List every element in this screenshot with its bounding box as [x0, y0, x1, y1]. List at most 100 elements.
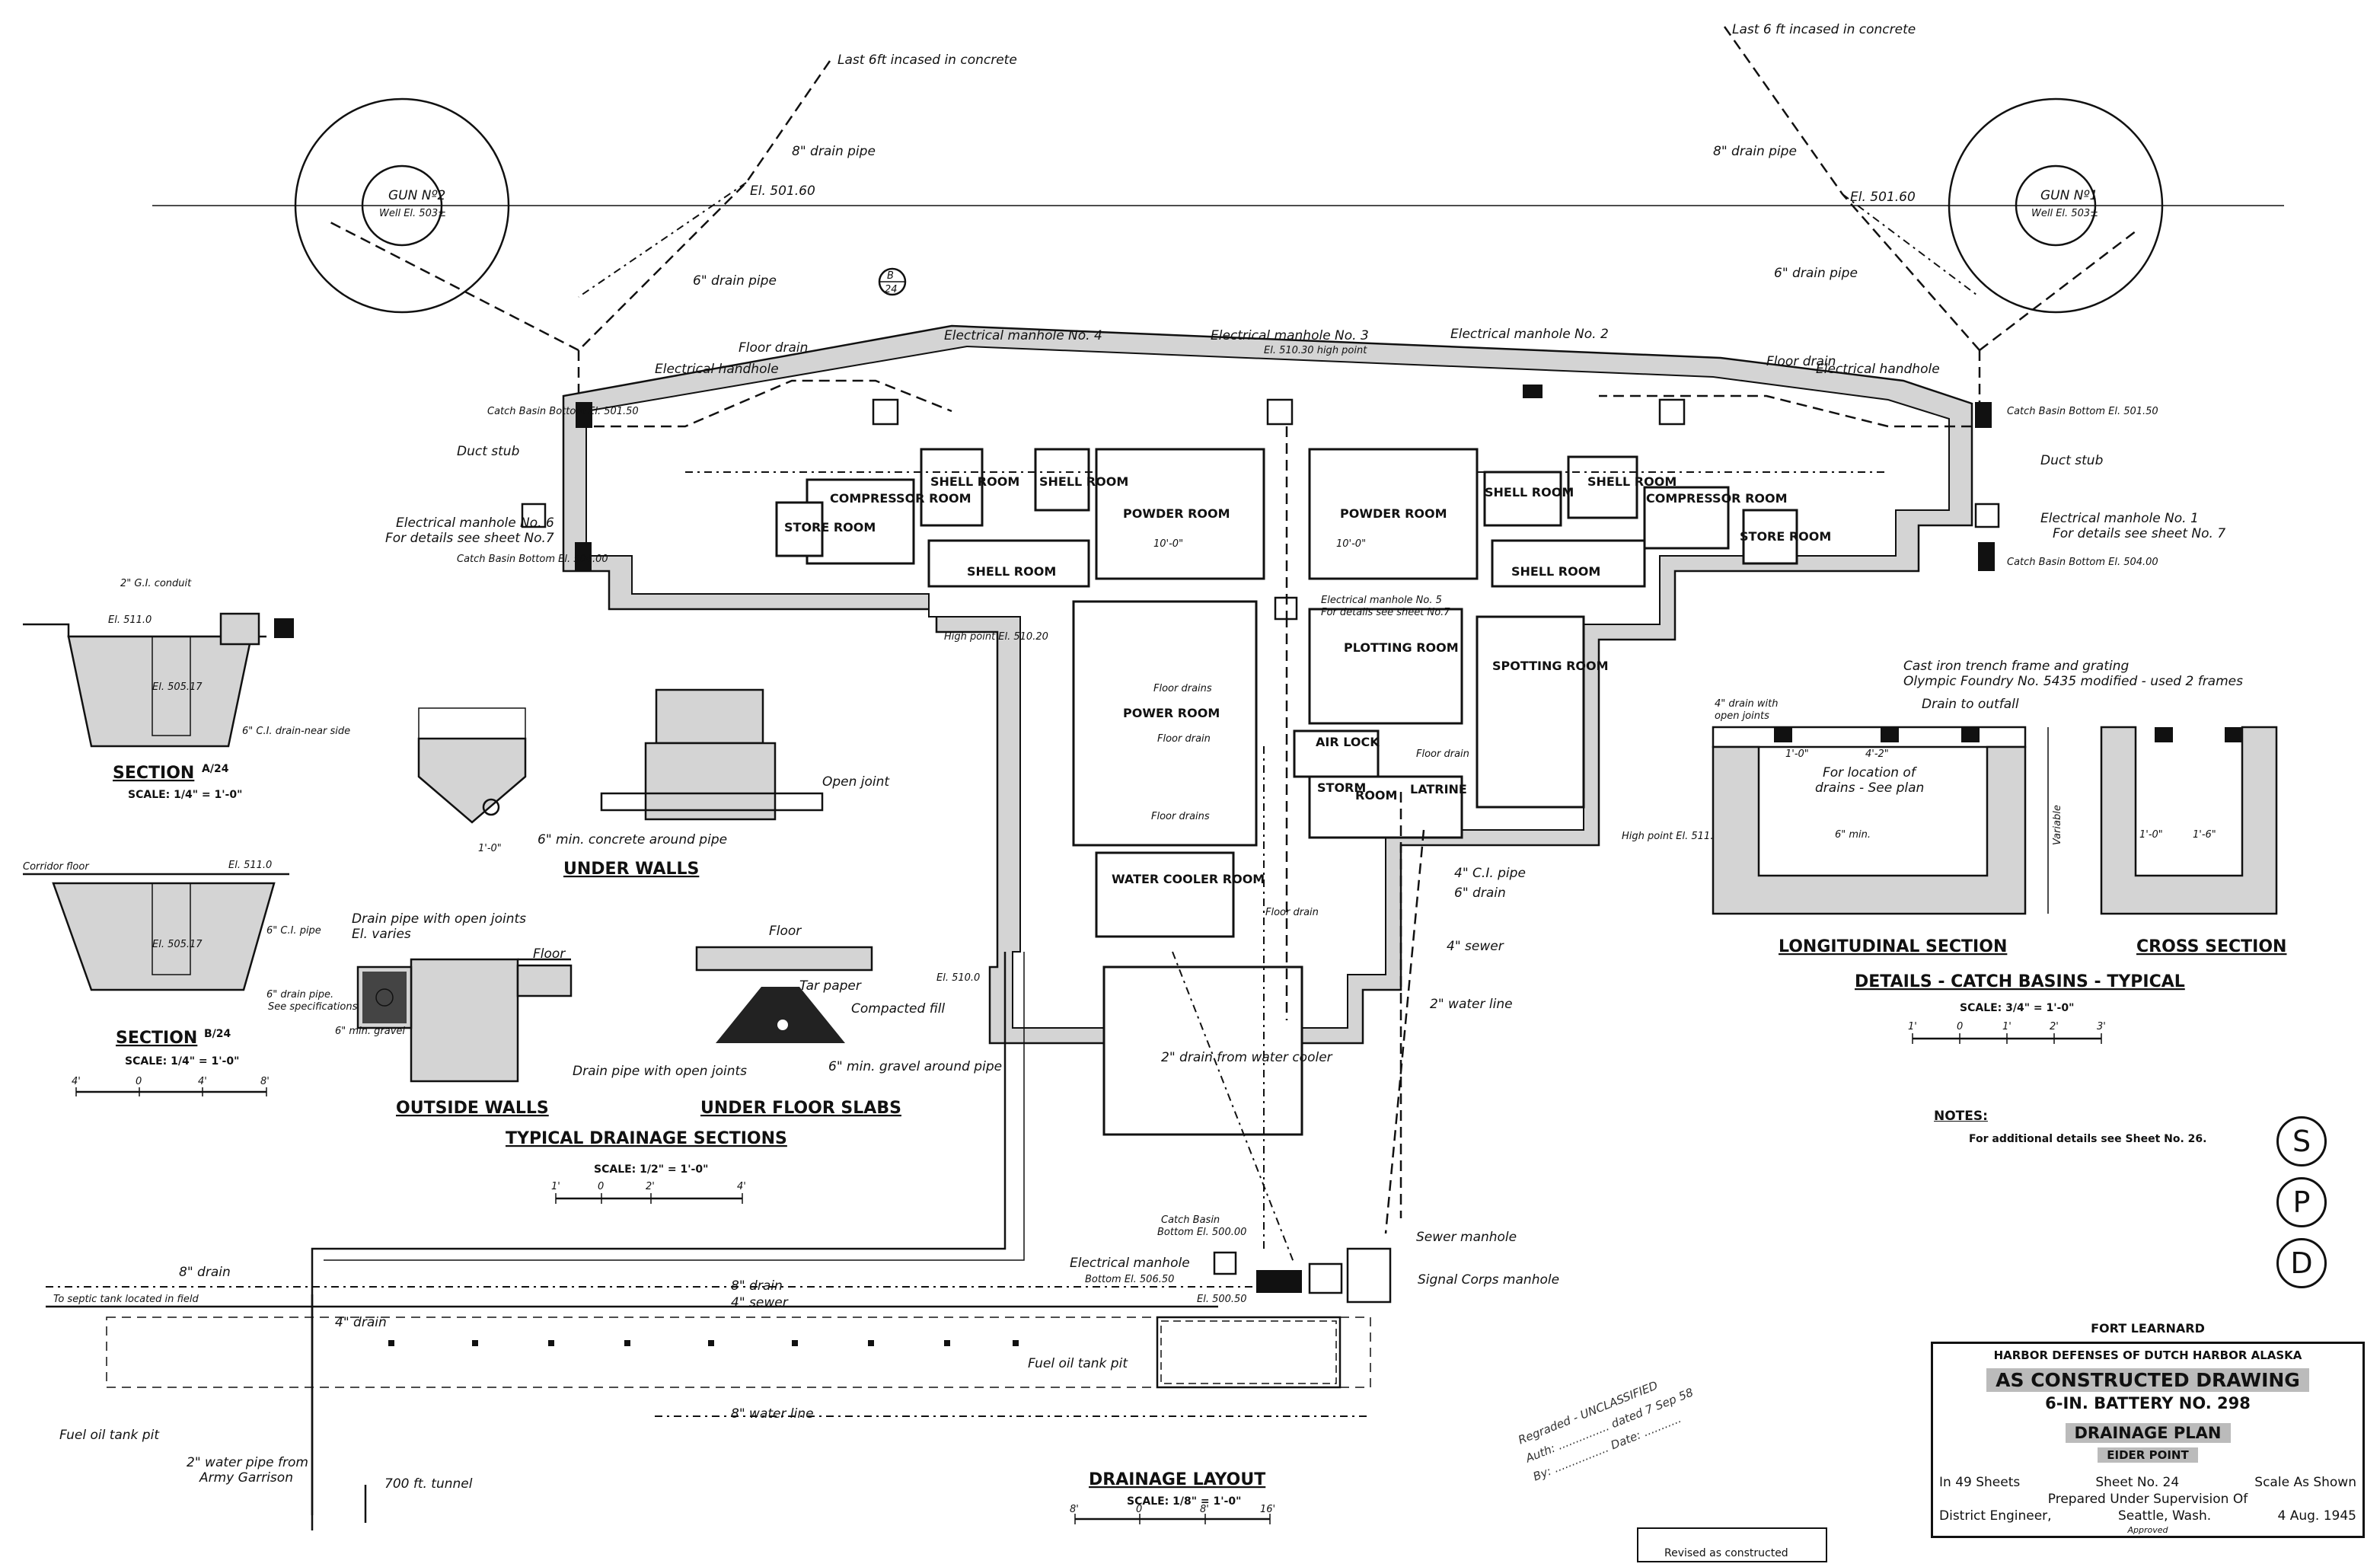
outside-walls-drawing — [356, 958, 573, 1083]
tb-approved: Approved — [2127, 1525, 2168, 1535]
layout-scale: SCALE: 1/8" = 1'-0" — [1127, 1495, 1241, 1508]
label-manhole-2: Electrical manhole No. 2 — [1450, 327, 1609, 342]
room-latrine: LATRINE — [1410, 782, 1467, 796]
catch-tick-0: 1' — [1908, 1021, 1917, 1032]
tb-sheet-no: Sheet No. 24 — [2095, 1475, 2180, 1490]
typical-gravel-around: 6" min. gravel around pipe — [828, 1059, 1002, 1074]
label-el-right: El. 501.60 — [1850, 190, 1916, 205]
label-manhole-5: Electrical manhole No. 5 — [1321, 595, 1442, 606]
label-catch-basin-right-2: Catch Basin Bottom El. 504.00 — [2007, 557, 2158, 568]
typical-min-concrete: 6" min. concrete around pipe — [538, 832, 727, 847]
tb-sheets: In 49 Sheets — [1939, 1475, 2021, 1490]
typical-title: TYPICAL DRAINAGE SECTIONS — [506, 1129, 787, 1148]
layout-title: DRAINAGE LAYOUT — [1089, 1470, 1265, 1489]
typical-compacted: Compacted fill — [851, 1001, 945, 1016]
label-drain-6-right: 6" drain pipe — [1774, 266, 1858, 281]
gun-2-circle: GUN Nº2 Well El. 503± — [152, 97, 2284, 314]
layout-el-500: El. 500.50 — [1197, 1294, 1247, 1305]
label-drain-8-right: 8" drain pipe — [1713, 144, 1797, 159]
typical-min-gravel: 6" min. gravel — [335, 1026, 405, 1037]
tb-scale: Scale As Shown — [2254, 1475, 2356, 1490]
room-shell-right-3: SHELL ROOM — [1511, 564, 1600, 579]
section-b-see: See specifications. — [268, 1001, 360, 1013]
room-shell-left-1: SHELL ROOM — [930, 474, 1019, 489]
tb-harbor: HARBOR DEFENSES OF DUTCH HARBOR ALASKA — [1993, 1348, 2302, 1362]
label-floor-drain-c: Floor drain — [1265, 907, 1319, 918]
typical-tick-3: 4' — [737, 1181, 746, 1192]
catch-tick-2: 1' — [2002, 1021, 2012, 1032]
section-a-el: El. 511.0 — [108, 614, 152, 626]
tb-plan: DRAINAGE PLAN — [2065, 1423, 2231, 1443]
layout-septic: To septic tank located in field — [53, 1294, 199, 1305]
typical-under-walls: UNDER WALLS — [563, 860, 699, 879]
typical-el-varies: El. varies — [352, 927, 411, 942]
catch-longitudinal: LONGITUDINAL SECTION — [1779, 937, 2007, 956]
label-drain-6: 6" drain — [1454, 886, 1506, 901]
gun-drain-lines — [327, 26, 2140, 404]
catch-location: For location of — [1823, 765, 1918, 780]
typical-drain-open: Drain pipe with open joints — [352, 911, 526, 927]
label-floor-drain-right: Floor drain — [1766, 354, 1836, 369]
label-floor-drain-a: Floor drain — [1157, 733, 1211, 745]
typical-tick-1: 0 — [598, 1181, 604, 1192]
tb-prepared: Prepared Under Supervision Of — [2047, 1492, 2248, 1507]
label-last-6ft-left: Last 6ft incased in concrete — [837, 53, 1017, 68]
label-manhole-6: Electrical manhole No. 6 — [396, 515, 554, 531]
dim-powder-left: 10'-0" — [1153, 538, 1183, 550]
section-a-ref: A/24 — [202, 763, 229, 775]
notes-block: NOTES: For additional details see Sheet … — [1934, 1109, 2206, 1145]
section-a-scale: SCALE: 1/4" = 1'-0" — [128, 789, 242, 801]
notes-body: For additional details see Sheet No. 26. — [1969, 1133, 2207, 1145]
label-el-left: El. 501.60 — [750, 184, 815, 199]
typical-floor-2: Floor — [769, 924, 802, 939]
typical-under-floor: UNDER FLOOR SLABS — [700, 1099, 901, 1118]
label-manhole-4: Electrical manhole No. 4 — [944, 328, 1102, 343]
label-handhole-right: Electrical handhole — [1816, 362, 1940, 377]
label-el-510: El. 510.0 — [936, 972, 980, 984]
spd-p: P — [2276, 1177, 2327, 1227]
room-plotting: PLOTTING ROOM — [1344, 640, 1459, 655]
label-high-point: El. 510.30 high point — [1264, 345, 1367, 356]
layout-manhole-b: Bottom El. 506.50 — [1085, 1274, 1174, 1285]
tb-fort: FORT LEARNARD — [2091, 1321, 2205, 1336]
typical-open-joint: Open joint — [822, 774, 890, 790]
typical-tar-paper: Tar paper — [799, 978, 862, 994]
section-b-ci: 6" C.I. pipe — [266, 925, 321, 937]
catch-scale-bar: 1' 0 1' 2' 3' — [1908, 1021, 2106, 1044]
catch-cross: CROSS SECTION — [2136, 937, 2286, 956]
room-compressor-left: COMPRESSOR ROOM — [830, 491, 971, 506]
tb-as-constructed: AS CONSTRUCTED DRAWING — [1986, 1368, 2309, 1392]
layout-fuel-tank-2: Fuel oil tank pit — [59, 1428, 160, 1443]
room-powder-right: POWDER ROOM — [1340, 506, 1447, 521]
catch-tick-4: 3' — [2097, 1021, 2106, 1032]
section-b-drain: 6" drain pipe. — [266, 989, 333, 1001]
layout-signal-corps: Signal Corps manhole — [1418, 1272, 1559, 1288]
dim-powder-right: 10'-0" — [1336, 538, 1366, 550]
catch-to-outfall: Drain to outfall — [1922, 697, 2019, 712]
catch-drain-4: 4" drain with — [1715, 698, 1779, 710]
typical-scale: SCALE: 1/2" = 1'-0" — [594, 1163, 708, 1176]
marker-sheet: 24 — [885, 284, 898, 295]
catch-dim-1: 1'-0" — [1785, 748, 1809, 760]
label-manhole-1-detail: For details see sheet No. 7 — [2053, 526, 2225, 541]
typical-floor: Floor — [533, 946, 566, 962]
gun-1-circle: GUN Nº1 Well El. 503± — [1948, 97, 2164, 314]
label-duct-stub-left: Duct stub — [457, 444, 519, 459]
catch-frame-note-2: Olympic Foundry No. 5435 modified - used… — [1903, 674, 2243, 689]
label-manhole-6-detail: For details see sheet No.7 — [385, 531, 554, 546]
layout-water-8: 8" water line — [731, 1406, 814, 1422]
label-manhole-3: Electrical manhole No. 3 — [1211, 328, 1369, 343]
section-b-tick-0: 4' — [72, 1076, 81, 1087]
title-block: FORT LEARNARD HARBOR DEFENSES OF DUTCH H… — [1931, 1321, 2365, 1538]
room-powder-left: POWDER ROOM — [1123, 506, 1230, 521]
revised-box: Revised as constructed — [1637, 1527, 1827, 1562]
label-drain-6-left: 6" drain pipe — [693, 273, 777, 289]
label-manhole-5-detail: For details see sheet No.7 — [1321, 607, 1450, 618]
section-a-conduit: 2" G.I. conduit — [120, 578, 192, 589]
layout-water-pipe: 2" water pipe from — [187, 1455, 308, 1470]
gun-2-well: Well El. 503± — [379, 208, 446, 219]
catch-dim-42: 4'-2" — [1865, 748, 1889, 760]
room-store-left: STORE ROOM — [784, 520, 876, 535]
battery-structure — [521, 324, 2000, 1265]
section-b-drawing — [23, 873, 289, 991]
